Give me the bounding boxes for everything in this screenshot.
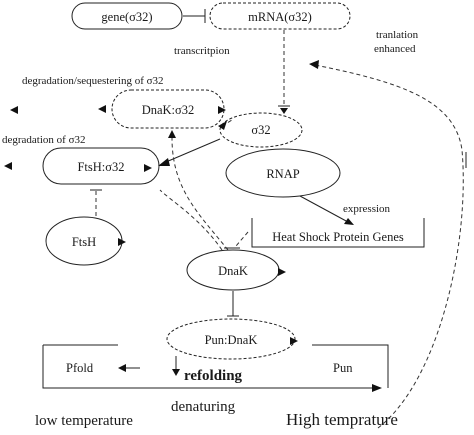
dnak-sigma32-label: DnaK:σ32 — [142, 103, 195, 117]
mrna-to-sigma32-arrowhead — [280, 108, 288, 114]
pun-dnak-label: Pun:DnaK — [205, 333, 258, 347]
expression-arrowhead — [344, 218, 354, 225]
translation-enhanced-arrowhead — [309, 60, 319, 69]
mrna-label: mRNA(σ32) — [248, 10, 312, 24]
mrna-node — [209, 2, 351, 30]
ftsh-right-arrowhead — [118, 238, 126, 246]
dnak-label: DnaK — [218, 264, 248, 278]
dnak-to-ftsh-edge — [159, 189, 223, 251]
degradation-sequestering-label: degradation/sequestering of σ32 — [22, 75, 164, 87]
ftsh-label: FtsH — [72, 235, 96, 249]
gene-label: gene(σ32) — [101, 10, 152, 24]
hsp-to-dnak-edge — [235, 231, 249, 247]
rnap-label: RNAP — [266, 167, 299, 181]
pun-dnak-node — [166, 318, 296, 360]
pfold-label: Pfold — [66, 361, 94, 375]
denaturing-label: denaturing — [171, 399, 236, 415]
hsp-genes-bracket — [251, 218, 425, 248]
sigma32-to-ftsh-sigma-edge — [165, 138, 221, 163]
degradation-seq-arrowhead — [10, 106, 18, 114]
dnak-sigma32-node — [111, 89, 225, 129]
denaturing-arrowhead — [372, 384, 382, 392]
transcription-label: transcritpion — [174, 45, 230, 57]
expression-edge — [299, 195, 349, 223]
translation-label-2: enhanced — [374, 43, 416, 55]
ftsh-sigma-arrowhead — [158, 158, 170, 166]
translation-label-1: tranlation — [376, 29, 419, 41]
degradation-label: degradation of σ32 — [2, 134, 86, 146]
rnap-node — [225, 148, 341, 198]
refolding-to-pfold-arrowhead — [118, 364, 126, 372]
hsp-genes-label: Heat Shock Protein Genes — [272, 230, 404, 244]
refolding-label: refolding — [184, 368, 243, 384]
dnak-sigma-left-arrowhead — [98, 105, 106, 113]
gene-node — [71, 2, 183, 30]
dnak-sigma-right-arrowhead — [218, 106, 226, 114]
denaturing-box-right — [312, 344, 389, 388]
high-temperature-label: High temprature — [286, 410, 398, 429]
translation-enhanced-curve — [314, 64, 464, 429]
low-temperature-label: low temperature — [35, 413, 133, 429]
pun-label: Pun — [333, 361, 353, 375]
degradation-arrowhead — [4, 162, 12, 170]
ftsh-sigma-right-arrowhead — [144, 164, 152, 172]
dnak-to-dnak-sigma-arrowhead — [168, 130, 176, 138]
sigma32-label: σ32 — [251, 123, 270, 137]
dnak-right-arrowhead — [278, 268, 286, 276]
expression-label: expression — [343, 203, 391, 215]
sigma32-node — [219, 112, 303, 148]
pun-dnak-right-arrowhead — [290, 337, 298, 345]
ftsh-sigma32-label: FtsH:σ32 — [77, 160, 124, 174]
pun-dnak-to-refolding-arrowhead — [172, 369, 180, 376]
refolding-box — [42, 345, 374, 389]
dnak-to-dnak-sigma-edge — [171, 137, 229, 251]
sigma32-binding-arrowhead — [218, 121, 227, 130]
